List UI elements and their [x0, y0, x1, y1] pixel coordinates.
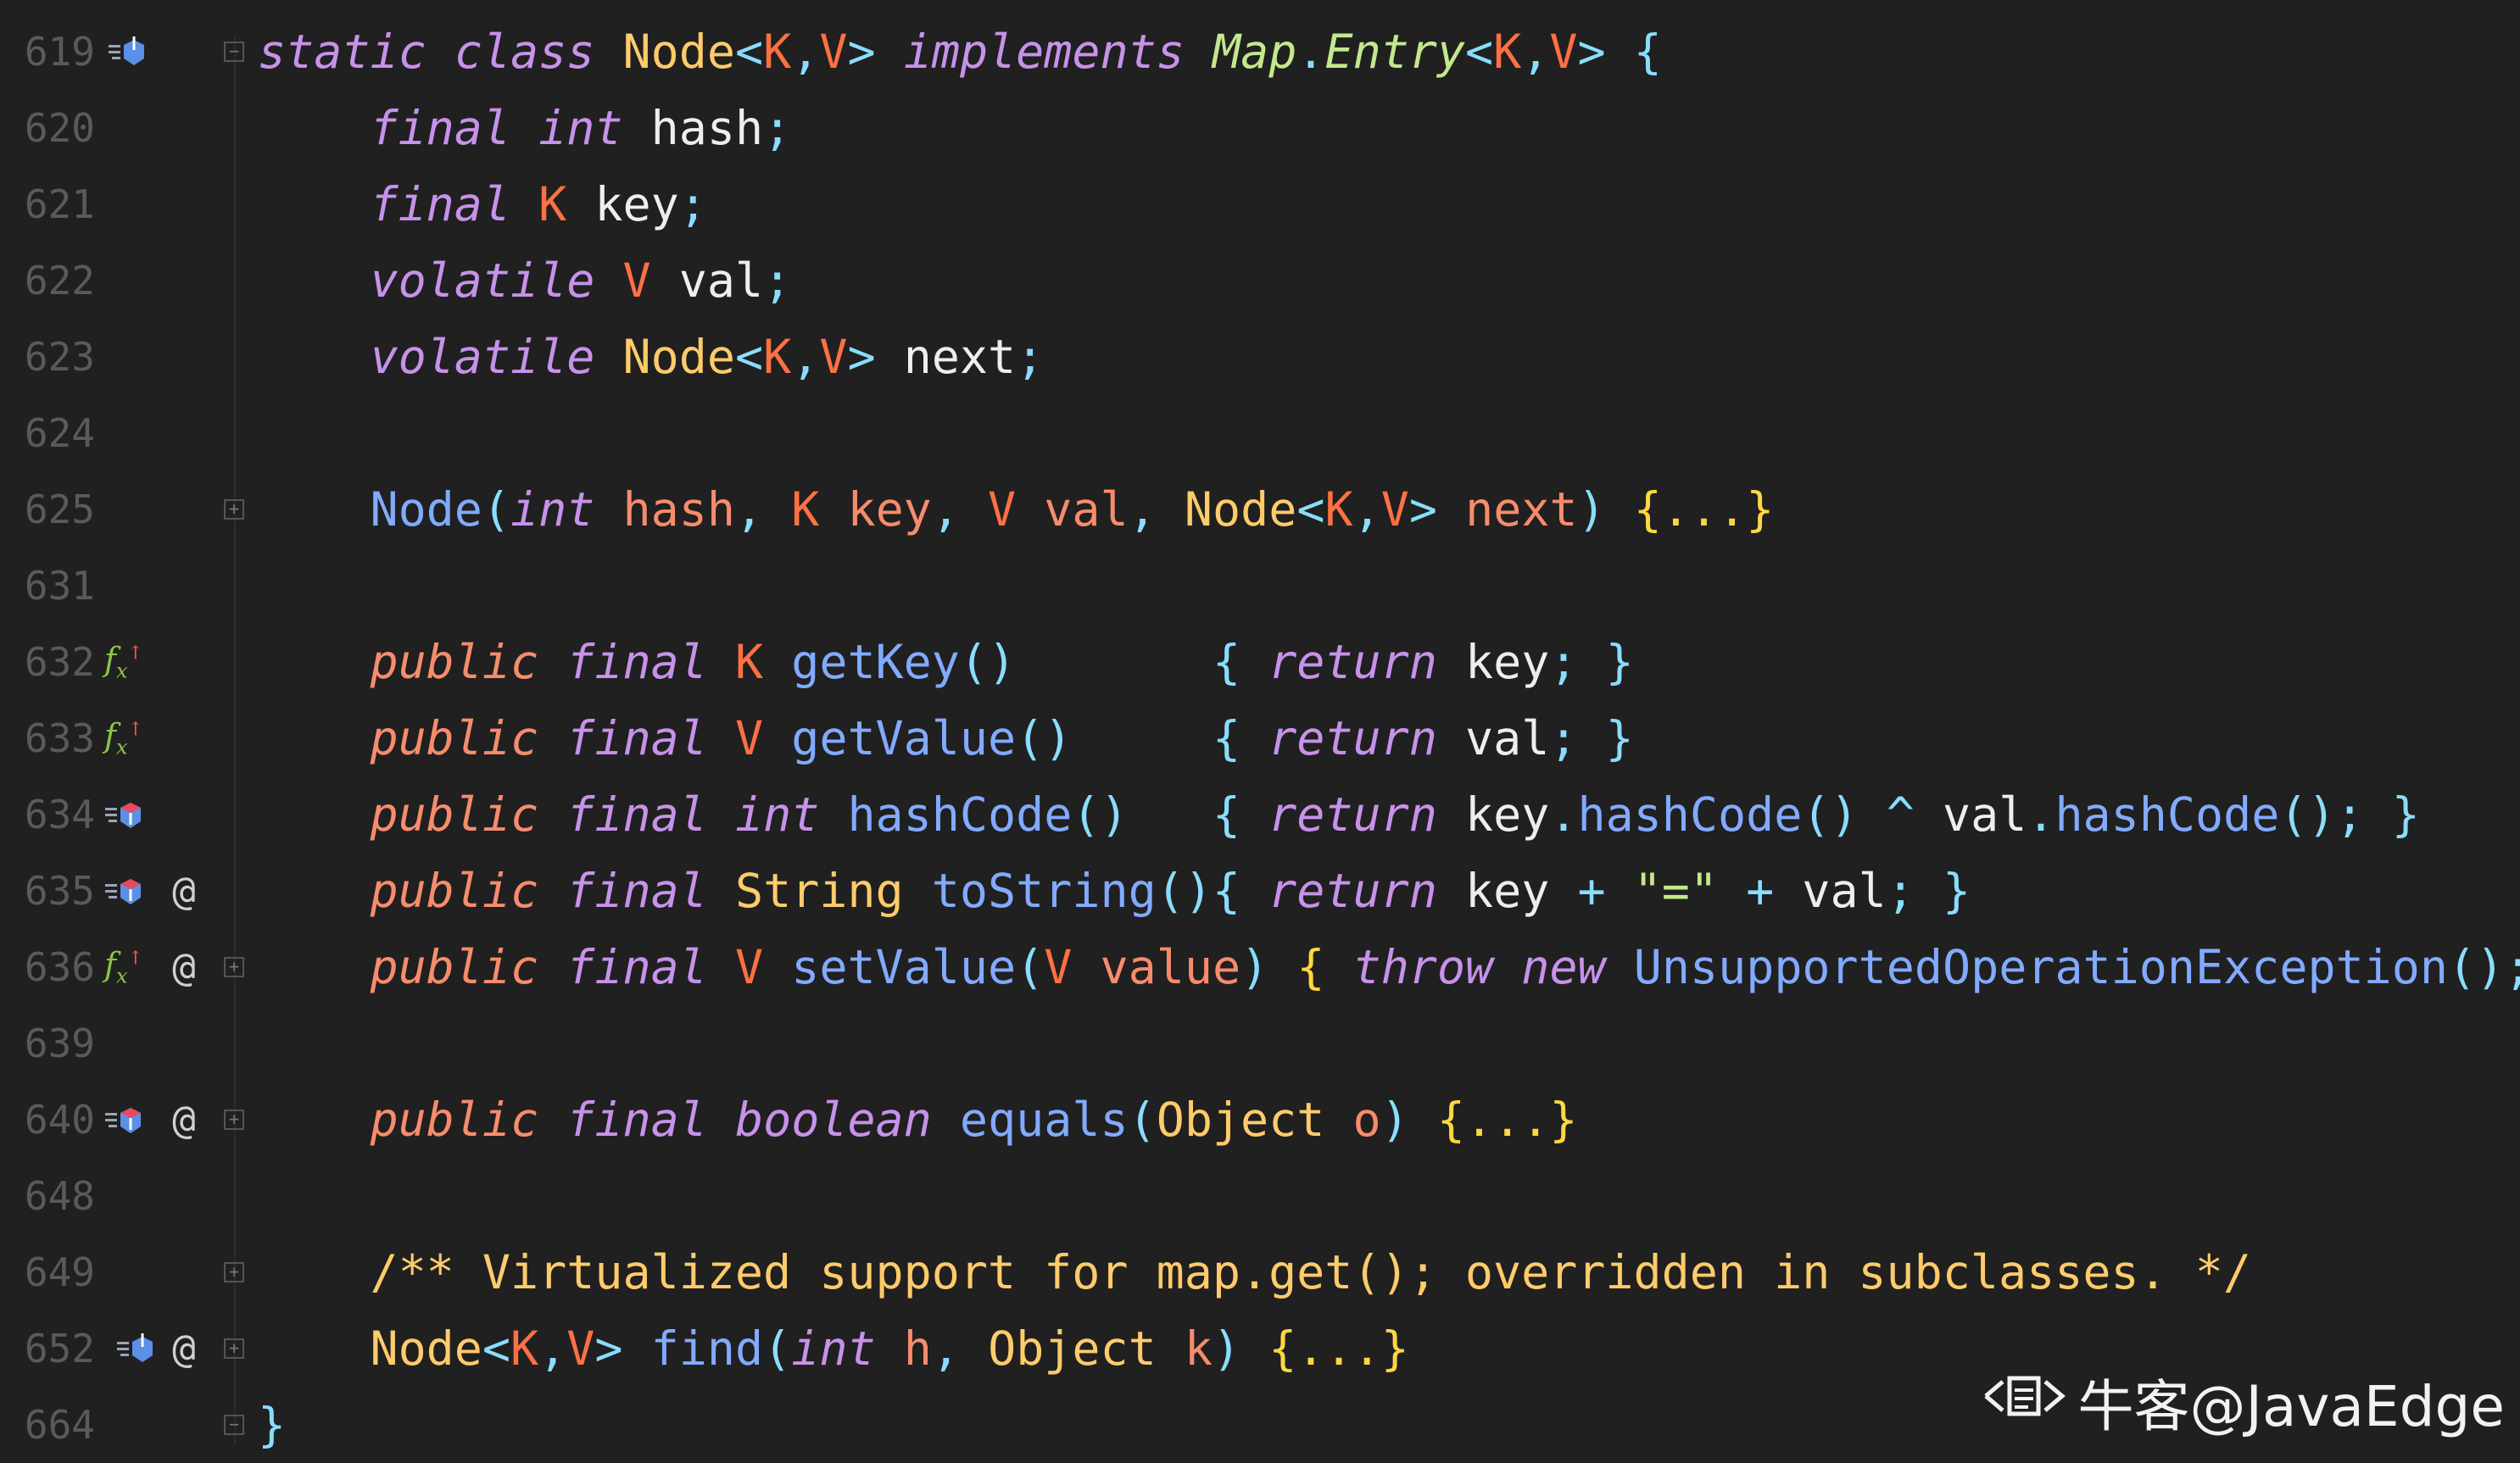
line-number: 634	[24, 792, 95, 837]
overrides-method-icon[interactable]	[100, 1082, 148, 1158]
overridden-method-icon[interactable]	[112, 1310, 159, 1387]
line-number: 636	[24, 944, 95, 990]
code-line-664[interactable]: 664 − }	[0, 1387, 2520, 1463]
code-line-625[interactable]: 625 + Node(int hash, K key, V val, Node<…	[0, 471, 2520, 548]
implementing-interface-icon[interactable]	[103, 14, 151, 90]
field-key: final K key;	[370, 177, 707, 231]
line-number: 620	[24, 105, 95, 151]
code-line-621[interactable]: 621 final K key;	[0, 166, 2520, 242]
code-line-623[interactable]: 623 volatile Node<K,V> next;	[0, 319, 2520, 395]
implements-method-icon[interactable]: fx↑	[103, 946, 144, 988]
line-number: 640	[24, 1097, 95, 1143]
line-number: 631	[24, 563, 95, 609]
line-number: 635	[24, 868, 95, 914]
code-line-632[interactable]: 632 fx↑ public final K getKey() { return…	[0, 624, 2520, 700]
fold-toggle[interactable]: −	[222, 1387, 246, 1463]
folded-body[interactable]: {...}	[1633, 482, 1775, 537]
method-toString: public final String toString(){ return k…	[370, 864, 1971, 918]
code-line-620[interactable]: 620 final int hash;	[0, 90, 2520, 166]
implements-method-icon[interactable]: fx↑	[103, 717, 144, 759]
line-number: 632	[24, 639, 95, 685]
method-getValue: public final V getValue() { return val; …	[370, 711, 1634, 765]
code-line-635[interactable]: 635 @ public final String toString(){ re…	[0, 853, 2520, 929]
code-line-631[interactable]: 631	[0, 548, 2520, 624]
fold-toggle[interactable]: +	[222, 1234, 246, 1310]
overrides-method-icon[interactable]	[100, 853, 148, 929]
method-setValue: public final V setValue(V value) { throw…	[370, 940, 2520, 994]
field-val: volatile V val;	[370, 253, 792, 308]
fold-toggle[interactable]: −	[222, 14, 246, 90]
line-number: 619	[24, 29, 95, 75]
code-line-639[interactable]: 639	[0, 1005, 2520, 1082]
fold-toggle[interactable]: +	[222, 1310, 246, 1387]
line-number: 622	[24, 258, 95, 303]
doc-comment: /** Virtualized support for map.get(); o…	[370, 1245, 2252, 1299]
method-find: Node<K,V> find(int h, Object k) {...}	[370, 1321, 1409, 1376]
code-line-622[interactable]: 622 volatile V val;	[0, 242, 2520, 319]
method-equals: public final boolean equals(Object o) {.…	[370, 1093, 1578, 1147]
class-closing-brace: }	[258, 1398, 287, 1452]
annotation-at-icon[interactable]: @	[172, 868, 196, 914]
code-line-649[interactable]: 649 + /** Virtualized support for map.ge…	[0, 1234, 2520, 1310]
annotation-at-icon[interactable]: @	[172, 944, 196, 990]
code-line-648[interactable]: 648	[0, 1158, 2520, 1234]
watermark-text: 牛客@JavaEdge	[2077, 1374, 2505, 1439]
line-number: 633	[24, 715, 95, 761]
annotation-at-icon[interactable]: @	[172, 1326, 196, 1371]
line-number: 623	[24, 334, 95, 380]
annotation-at-icon[interactable]: @	[172, 1097, 196, 1143]
code-line-633[interactable]: 633 fx↑ public final V getValue() { retu…	[0, 700, 2520, 776]
code-line-636[interactable]: 636 fx↑ @ + public final V setValue(V va…	[0, 929, 2520, 1005]
line-number: 625	[24, 487, 95, 532]
overrides-method-icon[interactable]	[100, 776, 148, 853]
fold-toggle[interactable]: +	[222, 1082, 246, 1158]
line-number: 664	[24, 1402, 95, 1448]
field-hash: final int hash;	[370, 101, 792, 155]
watermark: 牛客@JavaEdge	[1977, 1361, 2505, 1443]
fold-guide-line	[234, 37, 236, 1444]
nowcoder-logo-icon	[1977, 1366, 2071, 1438]
line-number: 652	[24, 1326, 95, 1371]
class-declaration: static class Node<K,V> implements Map.En…	[258, 25, 1662, 79]
code-line-624[interactable]: 624	[0, 395, 2520, 471]
folded-body[interactable]: {...}	[1268, 1321, 1409, 1376]
fold-toggle[interactable]: +	[222, 471, 246, 548]
line-number: 621	[24, 181, 95, 227]
method-hashCode: public final int hashCode() { return key…	[370, 787, 2420, 842]
field-next: volatile Node<K,V> next;	[370, 330, 1045, 384]
fold-toggle[interactable]: +	[222, 929, 246, 1005]
method-getKey: public final K getKey() { return key; }	[370, 635, 1634, 689]
implements-method-icon[interactable]: fx↑	[103, 641, 144, 683]
line-number: 639	[24, 1021, 95, 1066]
code-line-640[interactable]: 640 @ + public final boolean equals(Obje…	[0, 1082, 2520, 1158]
line-number: 624	[24, 410, 95, 456]
line-number: 648	[24, 1173, 95, 1219]
code-line-634[interactable]: 634 public final int hashCode() { return…	[0, 776, 2520, 853]
code-line-652[interactable]: 652 @ + Node<K,V> find(int h, Object k) …	[0, 1310, 2520, 1387]
line-number: 649	[24, 1249, 95, 1295]
folded-body[interactable]: {...}	[1436, 1093, 1578, 1147]
constructor-node: Node(int hash, K key, V val, Node<K,V> n…	[370, 482, 1775, 537]
code-line-619[interactable]: 619 − static class Node<K,V> implements …	[0, 14, 2520, 90]
